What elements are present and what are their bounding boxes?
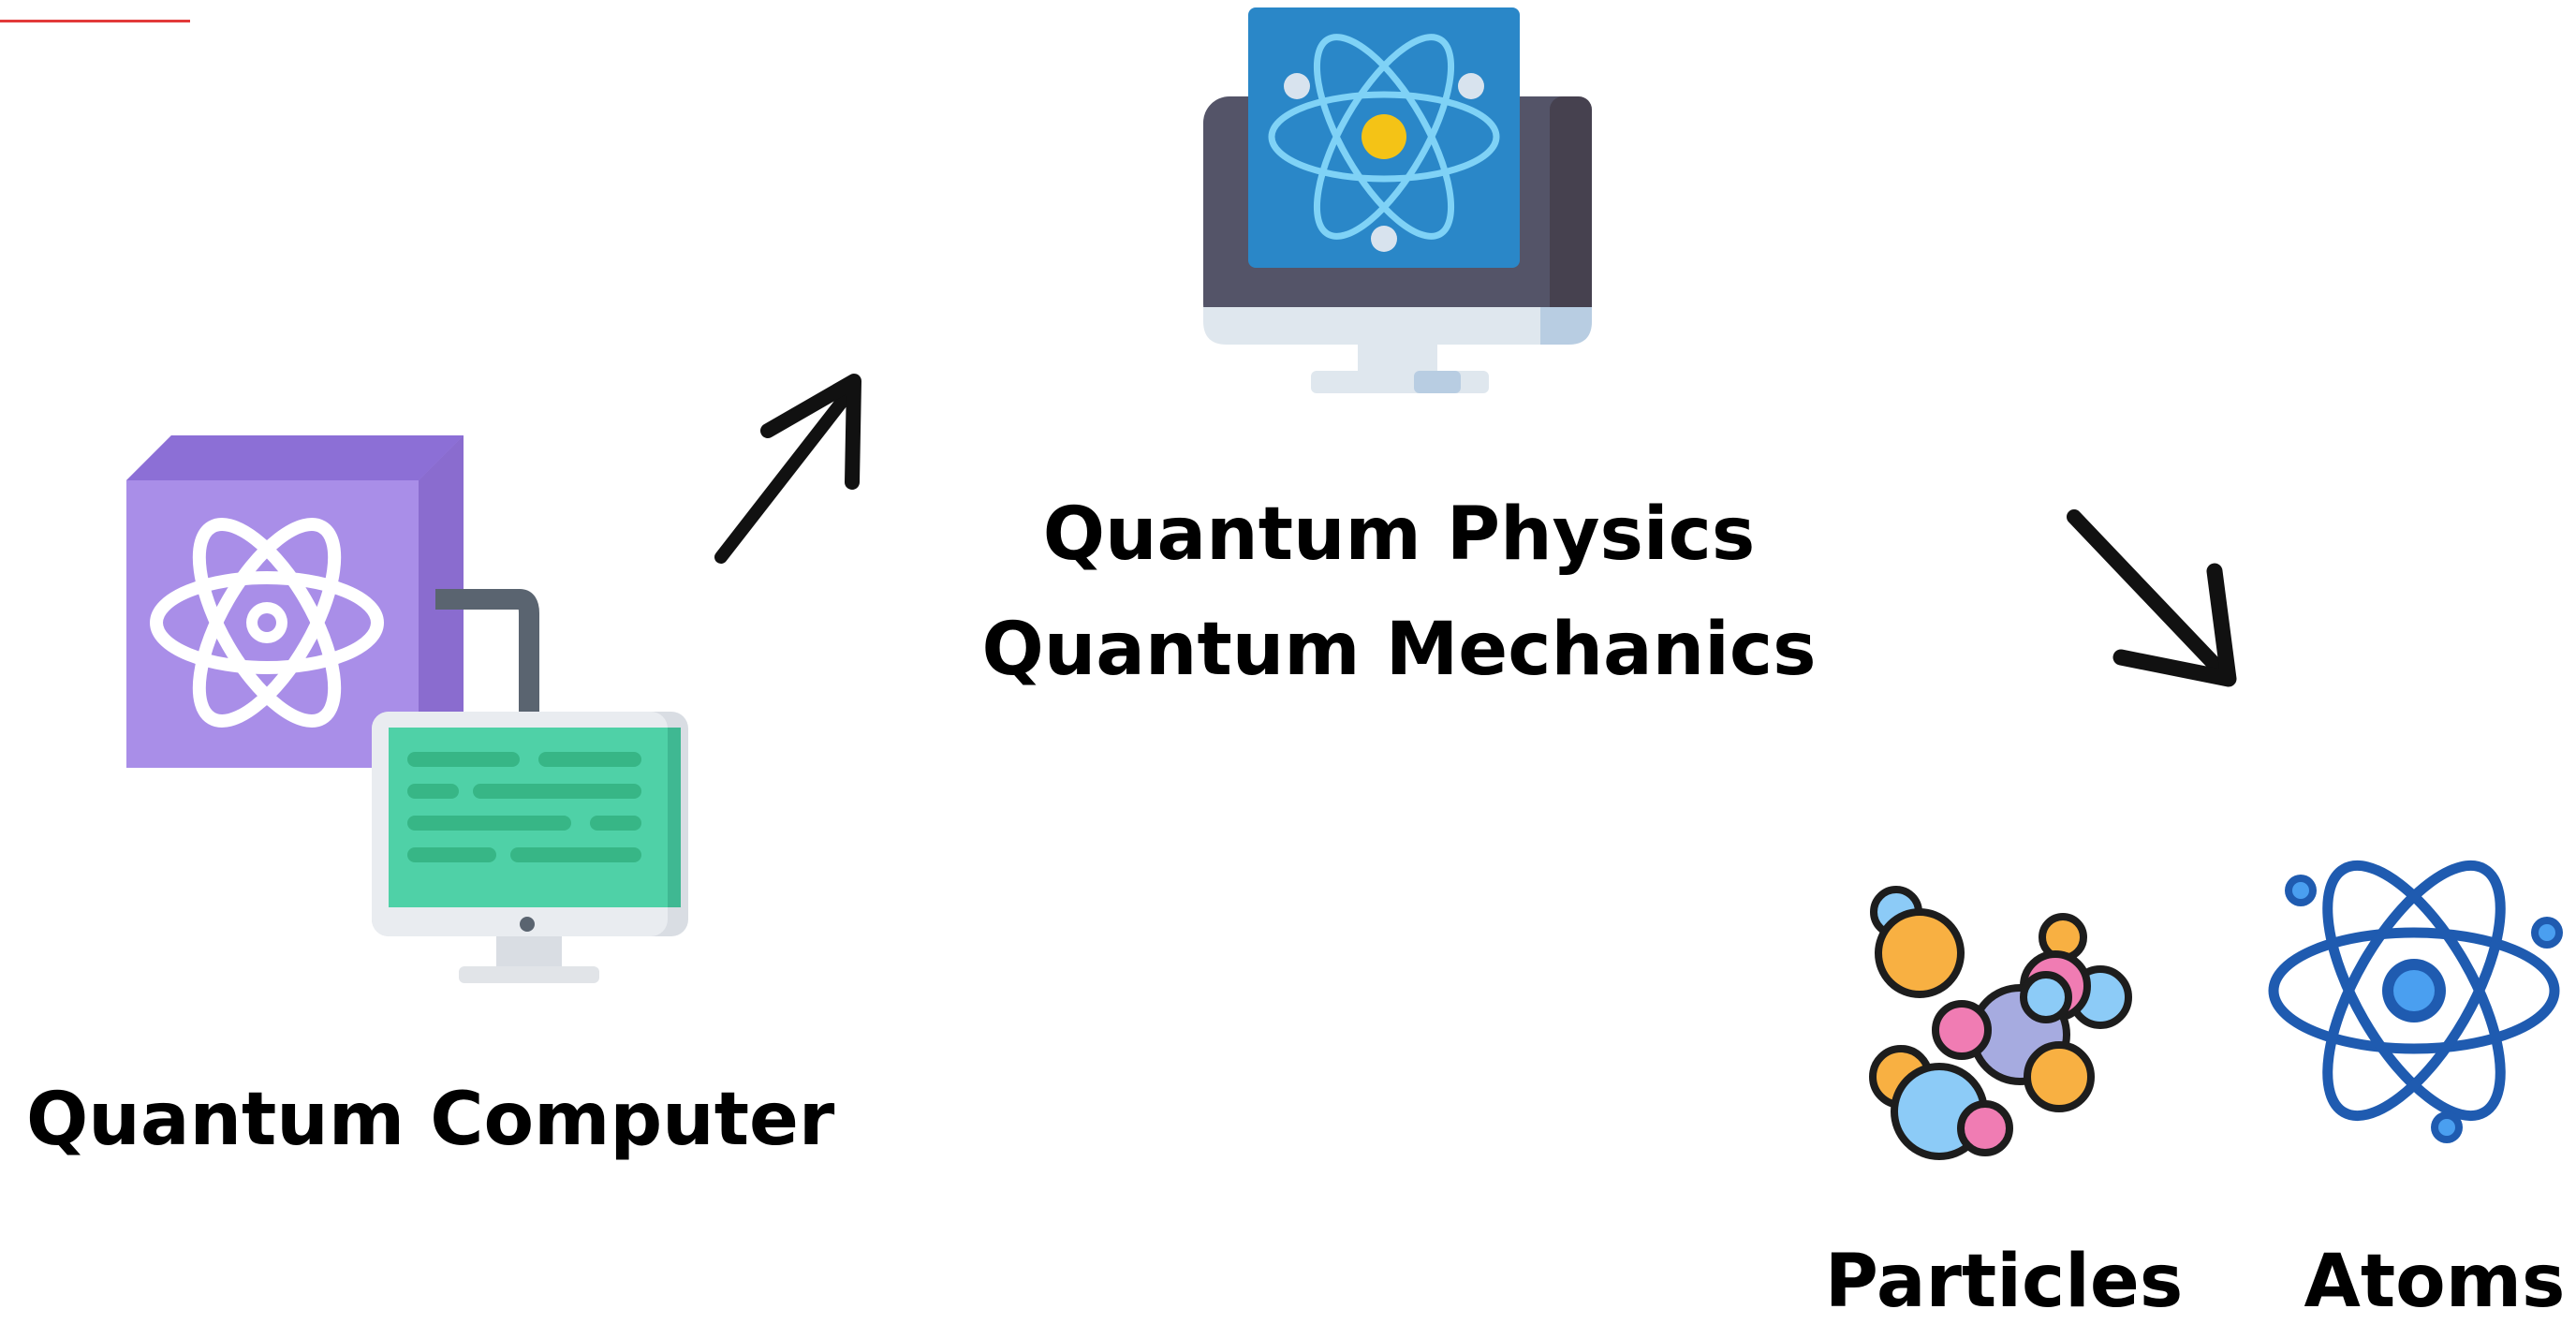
accent-line xyxy=(0,20,190,22)
atom-icon xyxy=(2268,860,2563,1143)
quantum-computer-icon xyxy=(126,435,688,983)
arrow-down-right-icon xyxy=(2067,509,2237,687)
quantum-computer-label: Quantum Computer xyxy=(26,1078,835,1162)
physics-label-line-1: Quantum Physics xyxy=(1042,493,1756,577)
atoms-label: Atoms xyxy=(2304,1240,2566,1324)
particles-icon xyxy=(1869,886,2132,1160)
physics-label-line-2: Quantum Mechanics xyxy=(981,608,1817,692)
quantum-physics-monitor-icon xyxy=(1203,7,1592,393)
particles-label: Particles xyxy=(1824,1240,2184,1324)
arrow-up-right-icon xyxy=(714,374,861,564)
